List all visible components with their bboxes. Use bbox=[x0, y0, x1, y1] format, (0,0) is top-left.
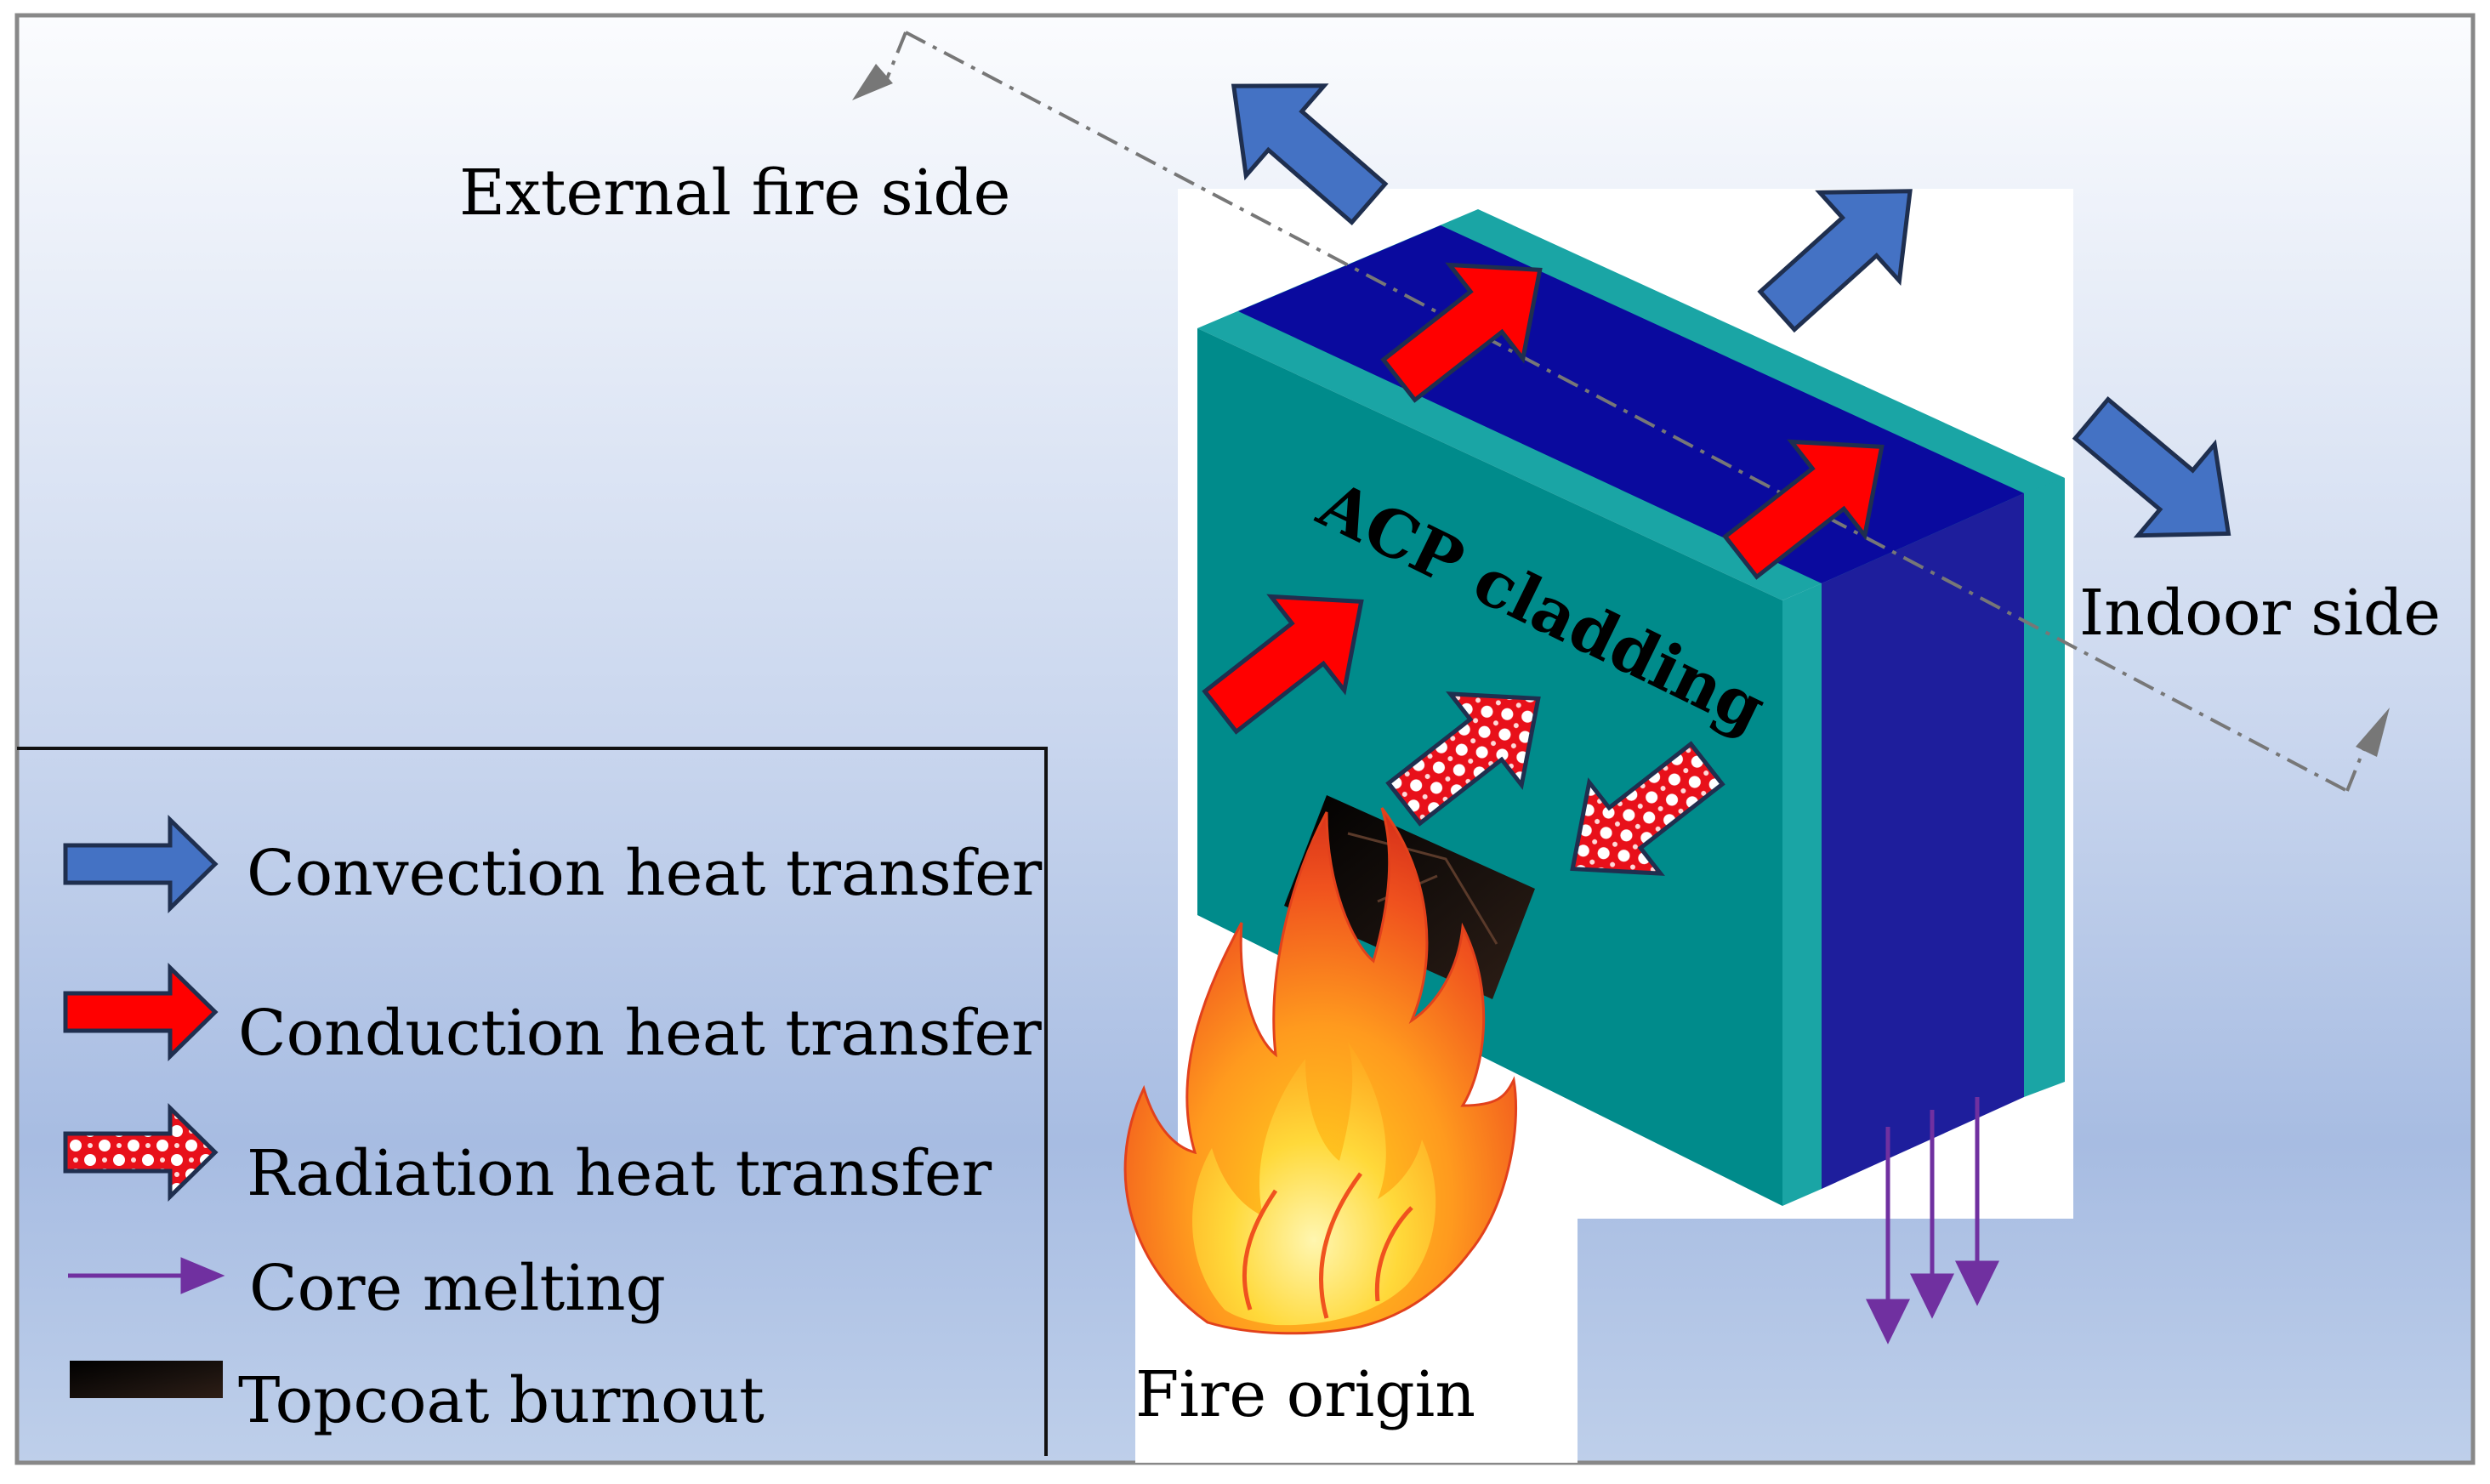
panel-front-skin bbox=[1782, 583, 1822, 1206]
conduction-arrow-icon bbox=[1202, 594, 1364, 735]
legend-radiation-arrow-icon bbox=[63, 1103, 219, 1202]
legend-convection-arrow-icon bbox=[63, 815, 219, 913]
legend-border bbox=[17, 747, 1048, 1456]
fire-origin-label: Fire origin bbox=[1135, 1358, 1475, 1431]
legend-conduction-arrow-icon bbox=[63, 963, 219, 1061]
legend-conduction-label: Conduction heat transfer bbox=[238, 997, 1042, 1070]
conduction-arrows bbox=[1202, 262, 1885, 735]
external-fire-side-label: External fire side bbox=[459, 156, 1010, 230]
indoor-side-label: Indoor side bbox=[2079, 577, 2441, 650]
legend-radiation-label: Radiation heat transfer bbox=[247, 1137, 992, 1210]
melting-arrow-icon bbox=[1909, 1110, 1955, 1319]
radiation-arrow-icon bbox=[1385, 691, 1541, 827]
convection-arrow-icon bbox=[1757, 189, 1913, 333]
legend-melting-label: Core melting bbox=[249, 1252, 666, 1325]
melting-arrow-icon bbox=[1954, 1097, 2000, 1306]
legend: Convection heat transfer Conduction heat… bbox=[17, 747, 1048, 1456]
legend-convection-label: Convection heat transfer bbox=[247, 837, 1043, 910]
panel-back-skin bbox=[2024, 478, 2065, 1097]
fire-icon bbox=[1123, 807, 1517, 1335]
legend-burnout-patch-icon bbox=[70, 1361, 223, 1398]
melting-arrow-icon bbox=[1865, 1127, 1911, 1345]
panel-core-side bbox=[1822, 493, 2024, 1189]
convection-arrows bbox=[1231, 83, 2231, 538]
radiation-arrows bbox=[1385, 691, 1725, 876]
section-arrowhead-right bbox=[2356, 708, 2390, 757]
radiation-arrow-icon bbox=[1570, 741, 1725, 876]
legend-melting-arrow-icon bbox=[68, 1257, 225, 1294]
core-melting-arrows bbox=[1865, 1097, 2000, 1345]
section-line bbox=[852, 31, 2390, 793]
conduction-arrow-icon bbox=[1380, 262, 1543, 403]
section-arrowhead-left bbox=[852, 64, 893, 100]
conduction-arrow-icon bbox=[1722, 439, 1885, 580]
convection-arrow-icon bbox=[2072, 396, 2231, 538]
convection-arrow-icon bbox=[1231, 83, 1389, 226]
legend-burnout-label: Topcoat burnout bbox=[238, 1364, 765, 1437]
